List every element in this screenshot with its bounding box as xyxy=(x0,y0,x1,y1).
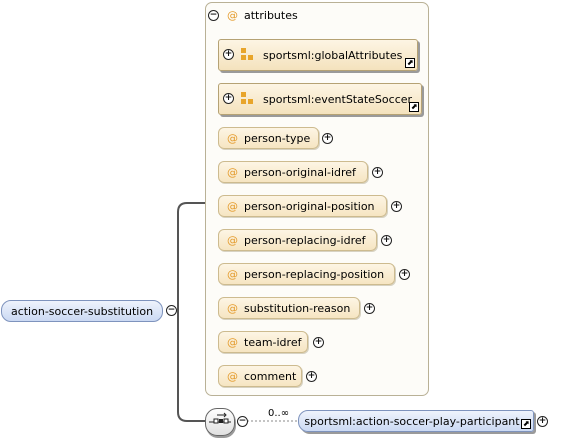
go-to-definition-icon[interactable]: ⬈ xyxy=(521,419,531,429)
connector-to-attributes xyxy=(177,202,219,311)
attribute-substitution-reason[interactable]: @ substitution-reason xyxy=(218,297,360,319)
attribute-label: substitution-reason xyxy=(244,301,351,315)
expand-toggle[interactable]: + xyxy=(364,303,375,314)
root-element-label: action-soccer-substitution xyxy=(10,304,154,318)
sequence-collapse-toggle[interactable]: − xyxy=(237,416,248,427)
attribute-person-replacing-position[interactable]: @ person-replacing-position xyxy=(218,263,395,285)
go-to-definition-icon[interactable]: ⬈ xyxy=(409,102,419,112)
attribute-label: person-replacing-position xyxy=(244,267,385,281)
occurrence-label: 0..∞ xyxy=(268,408,290,419)
attributes-collapse-toggle[interactable]: − xyxy=(208,10,219,21)
attributes-header-label: attributes xyxy=(244,9,298,22)
expand-toggle[interactable]: + xyxy=(223,93,234,104)
attribute-person-original-position[interactable]: @ person-original-position xyxy=(218,195,387,217)
at-icon: @ xyxy=(227,267,238,281)
attribute-group-icon xyxy=(241,48,255,62)
expand-toggle[interactable]: + xyxy=(399,269,410,280)
ref-label: sportsml:globalAttributes xyxy=(263,48,403,62)
attribute-team-idref[interactable]: @ team-idref xyxy=(218,331,308,353)
expand-toggle[interactable]: + xyxy=(381,235,392,246)
expand-toggle[interactable]: + xyxy=(223,49,234,60)
attribute-label: person-original-idref xyxy=(244,165,356,179)
attribute-label: person-replacing-idref xyxy=(244,233,366,247)
ref-label: sportsml:eventStateSoccer xyxy=(263,92,413,106)
child-element-label: sportsml:action-soccer-play-participant xyxy=(304,414,520,428)
attribute-label: team-idref xyxy=(244,335,302,349)
at-icon: @ xyxy=(227,199,238,213)
root-collapse-toggle[interactable]: − xyxy=(166,305,177,316)
attribute-person-type[interactable]: @ person-type xyxy=(218,127,319,149)
attribute-group-icon xyxy=(241,92,255,106)
child-expand-toggle[interactable]: + xyxy=(537,416,548,427)
child-element-box[interactable]: sportsml:action-soccer-play-participant … xyxy=(298,410,534,432)
at-icon: @ xyxy=(227,165,238,179)
at-icon: @ xyxy=(227,233,238,247)
attribute-label: person-type xyxy=(244,131,311,145)
at-icon: @ xyxy=(227,301,238,315)
at-icon: @ xyxy=(227,369,238,383)
expand-toggle[interactable]: + xyxy=(322,133,333,144)
attribute-person-original-idref[interactable]: @ person-original-idref xyxy=(218,161,368,183)
expand-toggle[interactable]: + xyxy=(313,337,324,348)
at-icon: @ xyxy=(227,131,238,145)
attribute-label: comment xyxy=(244,369,297,383)
attributes-at-icon: @ xyxy=(227,9,238,22)
expand-toggle[interactable]: + xyxy=(306,371,317,382)
expand-toggle[interactable]: + xyxy=(391,201,402,212)
sequence-icon xyxy=(209,412,231,424)
expand-toggle[interactable]: + xyxy=(372,167,383,178)
root-element-box[interactable]: action-soccer-substitution xyxy=(1,300,163,322)
connector-to-sequence xyxy=(177,311,205,422)
attribute-group-ref-globalattributes[interactable]: + sportsml:globalAttributes ⬈ xyxy=(218,39,418,71)
go-to-definition-icon[interactable]: ⬈ xyxy=(405,58,415,68)
sequence-compositor[interactable] xyxy=(205,408,235,436)
attribute-comment[interactable]: @ comment xyxy=(218,365,302,387)
attribute-group-ref-eventstatesoccer[interactable]: + sportsml:eventStateSoccer ⬈ xyxy=(218,83,422,115)
at-icon: @ xyxy=(227,335,238,349)
attribute-person-replacing-idref[interactable]: @ person-replacing-idref xyxy=(218,229,377,251)
attribute-label: person-original-position xyxy=(244,199,375,213)
